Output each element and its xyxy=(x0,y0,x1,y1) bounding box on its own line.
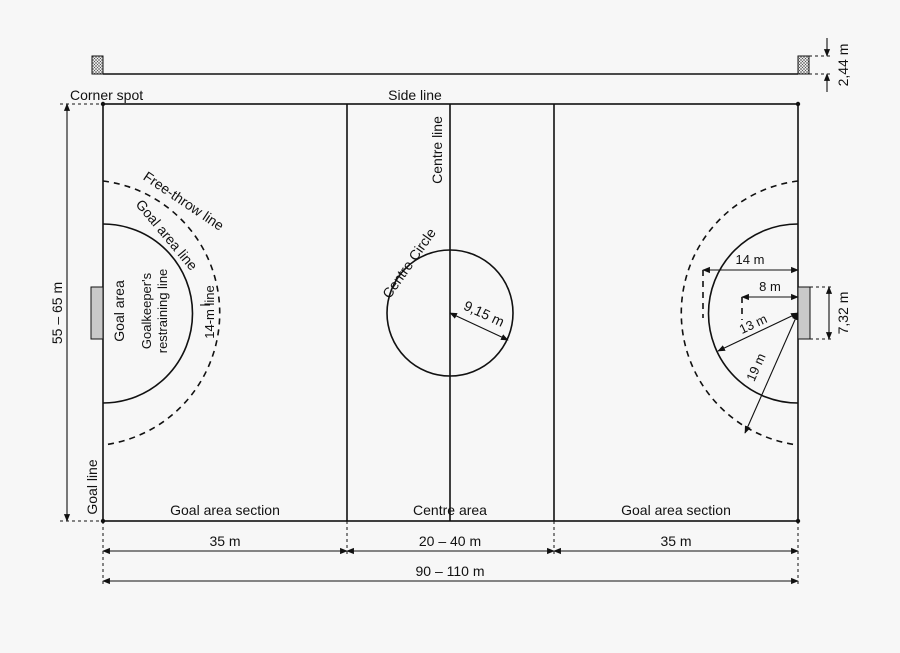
goalkeepers-restraining-line-label-1: Goalkeeper's xyxy=(139,272,154,349)
goal-line-label: Goal line xyxy=(84,459,100,514)
left-goal-area-line xyxy=(102,223,194,404)
right-goal xyxy=(797,286,811,340)
dim-goal-section-left-label: 35 m xyxy=(209,533,240,549)
centre-circle-label: Centre Circle xyxy=(379,225,439,301)
dim-goal-section-right-label: 35 m xyxy=(660,533,691,549)
elevation-goal-right xyxy=(797,55,810,75)
dim-19m-arrow xyxy=(744,312,799,434)
right-free-throw-line xyxy=(680,180,799,446)
side-elevation: 2,44 m xyxy=(91,38,851,92)
goal-area-section-right-label: Goal area section xyxy=(621,502,731,518)
right-goal-area: 14 m 8 m 13 m 19 m 7,32 m xyxy=(680,180,851,446)
corner-spot-label: Corner spot xyxy=(70,87,143,103)
centre-circle-radius-label: 9,15 m xyxy=(461,297,507,330)
field-width-label: 55 – 65 m xyxy=(49,282,65,344)
dim-8m-label: 8 m xyxy=(759,279,781,294)
goalkeepers-restraining-line-label-2: restraining line xyxy=(155,269,170,354)
left-goal-area: Free-throw line Goal area line Goal area… xyxy=(90,168,227,446)
goal-width-label: 7,32 m xyxy=(835,292,851,335)
goal-area-label: Goal area xyxy=(111,280,127,342)
fourteen-m-line-label: 14-m line xyxy=(202,285,217,338)
left-free-throw-line xyxy=(102,180,221,446)
centre-circle-radius-arrow xyxy=(449,312,509,341)
centre-area-label: Centre area xyxy=(413,502,487,518)
centre-line-label: Centre line xyxy=(429,116,445,184)
side-line-label: Side line xyxy=(388,87,442,103)
elevation-goal-left xyxy=(91,55,104,75)
goal-height-label: 2,44 m xyxy=(835,44,851,87)
dim-19m-label: 19 m xyxy=(743,351,768,384)
dim-total-length-label: 90 – 110 m xyxy=(415,563,484,579)
dim-14m-label: 14 m xyxy=(736,252,765,267)
dim-centre-section-label: 20 – 40 m xyxy=(419,533,481,549)
dim-13m-label: 13 m xyxy=(737,311,770,337)
corner-spot-top-right xyxy=(795,101,801,107)
centre-circle xyxy=(386,249,514,377)
goal-area-section-left-label: Goal area section xyxy=(170,502,280,518)
left-goal xyxy=(90,286,104,340)
